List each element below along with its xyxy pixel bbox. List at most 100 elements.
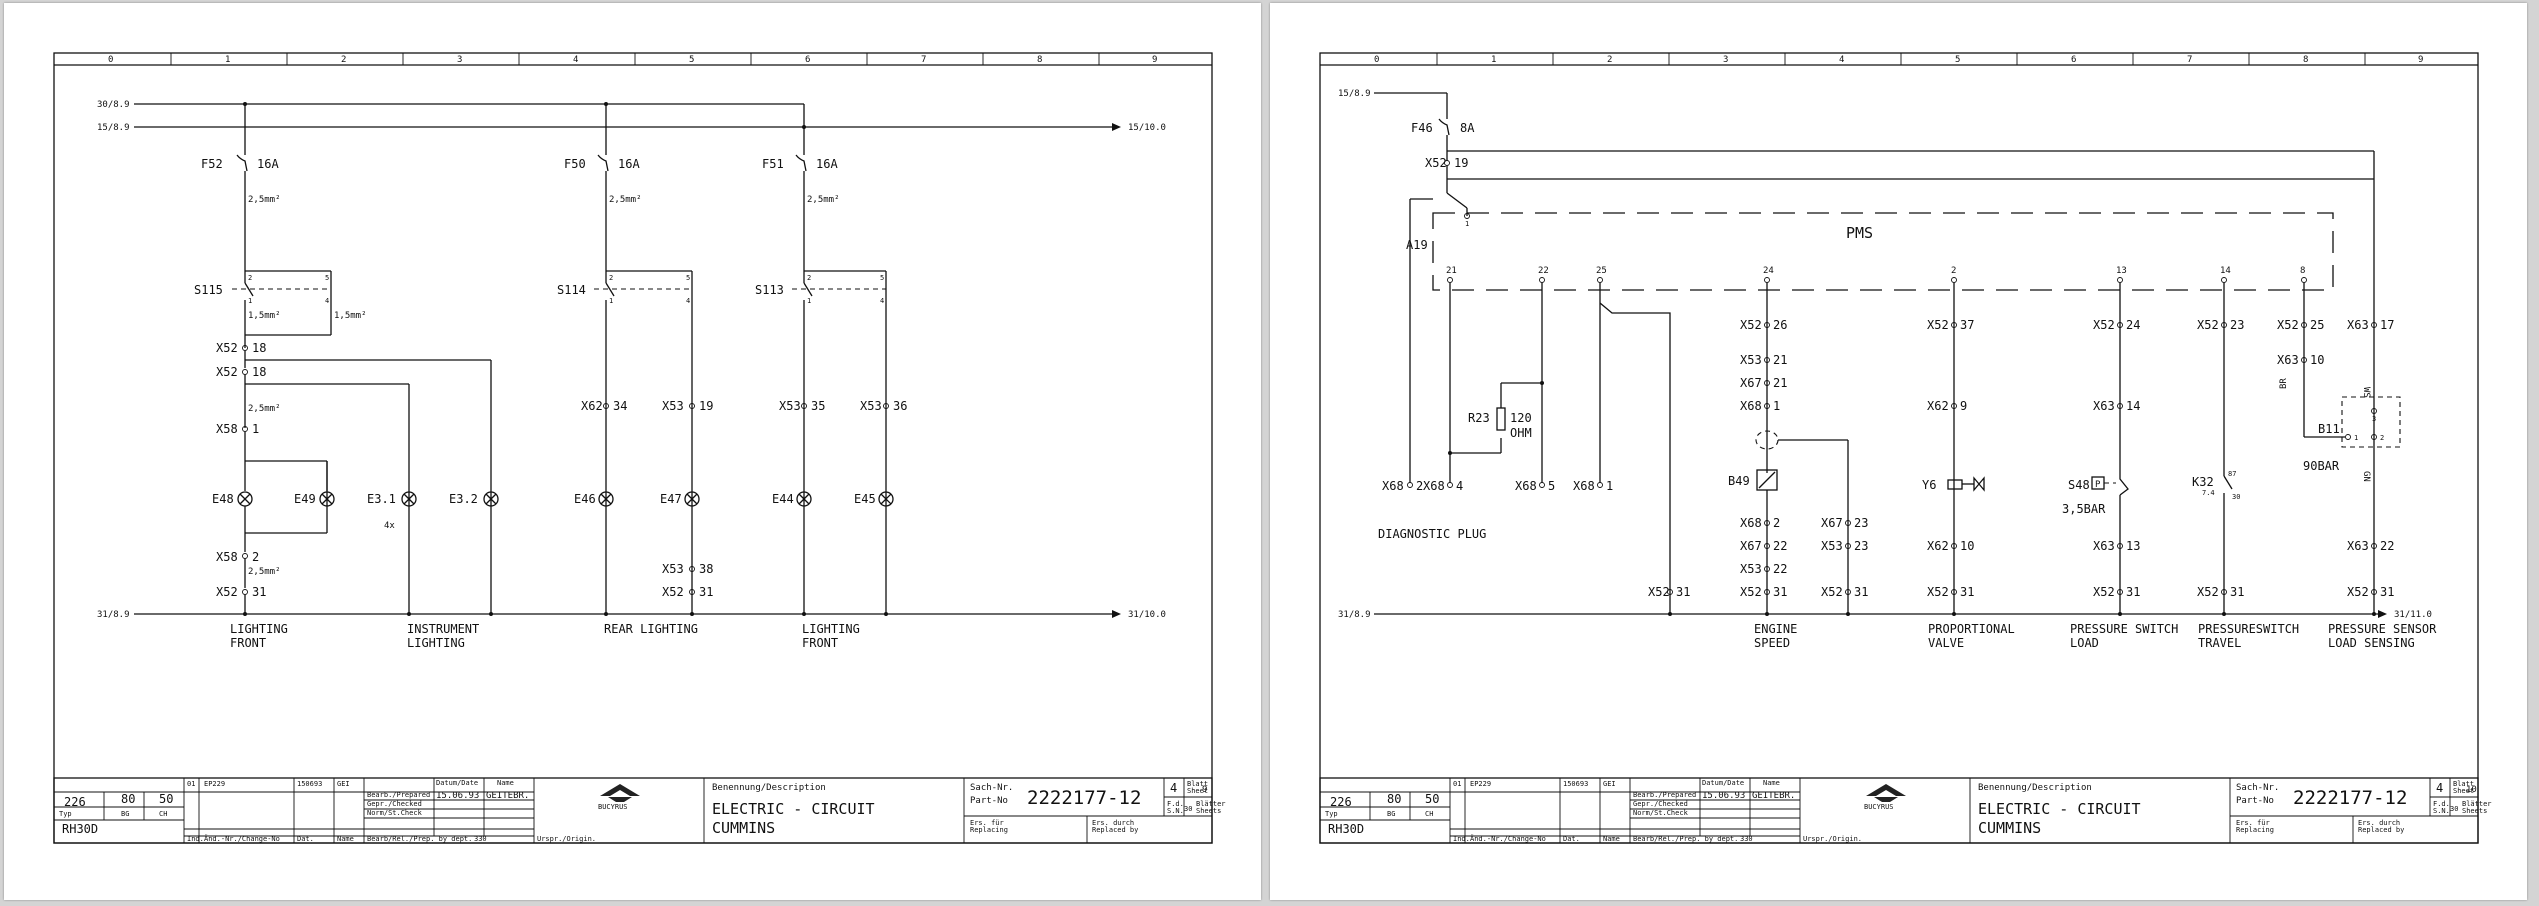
bucyrus-logo: BUCYRUS — [598, 784, 640, 811]
svg-text:5: 5 — [1955, 55, 1960, 65]
rail-15-label: 15/8.9 — [1338, 89, 1371, 99]
svg-text:31: 31 — [1960, 585, 1974, 599]
lamp-e3-1 — [401, 491, 417, 507]
svg-text:Name: Name — [1763, 779, 1780, 787]
fuse-f50: F50 — [564, 157, 586, 171]
group-label-lighting-front-2: LIGHTING — [802, 622, 860, 636]
svg-text:4: 4 — [1839, 55, 1844, 65]
svg-text:X62: X62 — [1927, 399, 1949, 413]
grid-col-3: 3 — [457, 55, 462, 65]
fuse-f46-rating: 8A — [1460, 121, 1475, 135]
svg-text:X52: X52 — [1821, 585, 1843, 599]
svg-text:Y6: Y6 — [1922, 478, 1936, 492]
circuit-lighting-front-1: F52 16A 2,5mm² S115 2 1 5 4 1,5mm² 1,5mm… — [194, 102, 499, 616]
rail-31-label: 31/8.9 — [1338, 610, 1371, 620]
svg-text:23: 23 — [1854, 539, 1868, 553]
pms-pins: 21 22 25 24 2 13 14 8 — [1446, 266, 2307, 283]
sheet-frame — [53, 52, 1213, 844]
svg-text:BUCYRUS: BUCYRUS — [1864, 803, 1894, 811]
r23-ref: R23 — [1468, 411, 1490, 425]
svg-text:Ers. durch: Ers. durch — [1092, 819, 1134, 827]
svg-text:80: 80 — [1387, 792, 1401, 806]
svg-text:7: 7 — [2187, 55, 2192, 65]
group-label-pressure-switch-load: PRESSURE SWITCH — [2070, 622, 2178, 636]
svg-text:GEITEBR.: GEITEBR. — [1752, 791, 1795, 801]
conn-x53-19: X53 — [662, 399, 684, 413]
svg-text:5: 5 — [686, 274, 690, 282]
group-label-pressure-sensor: PRESSURE SENSOR — [2328, 622, 2437, 636]
conn-x52-18b: X52 — [216, 365, 238, 379]
svg-text:WS: WS — [2361, 387, 2371, 398]
svg-text:Blatt: Blatt — [1187, 780, 1208, 788]
svg-text:SPEED: SPEED — [1754, 636, 1790, 650]
grid-col-7: 7 — [921, 55, 926, 65]
svg-text:Sheets: Sheets — [2462, 807, 2487, 815]
svg-text:Ind.: Ind. — [1453, 835, 1470, 843]
svg-text:1: 1 — [609, 297, 613, 305]
grid-col-0: 0 — [108, 55, 113, 65]
sensor-b11 — [2341, 396, 2401, 448]
schematic-sheet-right: 0 1 2 3 4 5 6 7 8 9 15/8.9 31/8.9 31/11.… — [1270, 3, 2527, 900]
svg-text:Benennung/Description: Benennung/Description — [712, 783, 826, 793]
svg-text:Typ: Typ — [59, 810, 72, 818]
svg-text:Sheet: Sheet — [2453, 787, 2474, 795]
svg-text:Ers. für: Ers. für — [970, 819, 1004, 827]
svg-text:14: 14 — [2220, 266, 2231, 276]
svg-text:6: 6 — [2071, 55, 2076, 65]
tb-sheet-no: 10 — [2466, 785, 2477, 795]
svg-text:E44: E44 — [772, 492, 794, 506]
conn-x52-31: X52 — [216, 585, 238, 599]
svg-text:Ers. durch: Ers. durch — [2358, 819, 2400, 827]
svg-text:X67: X67 — [1821, 516, 1843, 530]
relay-k32: K32 — [2192, 475, 2214, 489]
svg-text:21: 21 — [1773, 353, 1787, 367]
svg-text:3: 3 — [2372, 415, 2376, 423]
fuse-f46: F46 — [1411, 121, 1433, 135]
conn-x52-31b: X52 — [662, 585, 684, 599]
svg-text:EP229: EP229 — [1470, 780, 1491, 788]
valve-y6 — [1947, 479, 1963, 490]
svg-text:E49: E49 — [294, 492, 316, 506]
svg-text:18: 18 — [252, 341, 266, 355]
svg-text:36: 36 — [893, 399, 907, 413]
svg-text:2,5mm²: 2,5mm² — [248, 404, 281, 414]
svg-text:22: 22 — [1538, 266, 1549, 276]
svg-text:21: 21 — [1773, 376, 1787, 390]
svg-text:2,5mm²: 2,5mm² — [807, 195, 840, 205]
grid-header: 0 1 2 3 4 5 6 7 8 9 — [1374, 53, 2423, 65]
svg-text:X68: X68 — [1740, 516, 1762, 530]
svg-text:24: 24 — [2126, 318, 2140, 332]
grid-col-8: 8 — [1037, 55, 1042, 65]
svg-text:Name: Name — [337, 835, 354, 843]
svg-text:Ind.: Ind. — [187, 835, 204, 843]
svg-text:X63: X63 — [2093, 399, 2115, 413]
svg-text:TRAVEL: TRAVEL — [2198, 636, 2241, 650]
group-label-proportional-valve: PROPORTIONAL — [1928, 622, 2015, 636]
svg-text:01: 01 — [1453, 780, 1461, 788]
svg-text:Blatt: Blatt — [2453, 780, 2474, 788]
svg-text:9: 9 — [2418, 55, 2423, 65]
svg-text:X52: X52 — [2347, 585, 2369, 599]
group-label-instrument: INSTRUMENT — [407, 622, 479, 636]
group-label-rear: REAR LIGHTING — [604, 622, 698, 636]
svg-text:150693: 150693 — [297, 780, 322, 788]
svg-text:2: 2 — [1416, 479, 1423, 493]
module-a19: A19 — [1406, 238, 1428, 252]
svg-text:31: 31 — [2126, 585, 2140, 599]
svg-text:Gepr./Checked: Gepr./Checked — [367, 800, 422, 808]
svg-text:GN: GN — [2361, 471, 2371, 482]
circuit-proportional-valve: X52 37 X62 9 Y6 X62 10 X52 31 — [1922, 283, 1985, 616]
svg-text:VALVE: VALVE — [1928, 636, 1964, 650]
svg-text:24: 24 — [1763, 266, 1774, 276]
svg-text:7.4: 7.4 — [2202, 489, 2215, 497]
lamp-e47 — [684, 491, 700, 507]
svg-text:X68: X68 — [1740, 399, 1762, 413]
svg-text:2,5mm²: 2,5mm² — [609, 195, 642, 205]
tb-typ-b: 80 — [121, 792, 135, 806]
svg-text:X63: X63 — [2347, 539, 2369, 553]
svg-text:X52: X52 — [1648, 585, 1670, 599]
svg-text:330: 330 — [1740, 835, 1753, 843]
svg-text:22: 22 — [2380, 539, 2394, 553]
svg-text:Bearb./Prepared: Bearb./Prepared — [367, 791, 430, 799]
group-label-engine-speed: ENGINE — [1754, 622, 1797, 636]
